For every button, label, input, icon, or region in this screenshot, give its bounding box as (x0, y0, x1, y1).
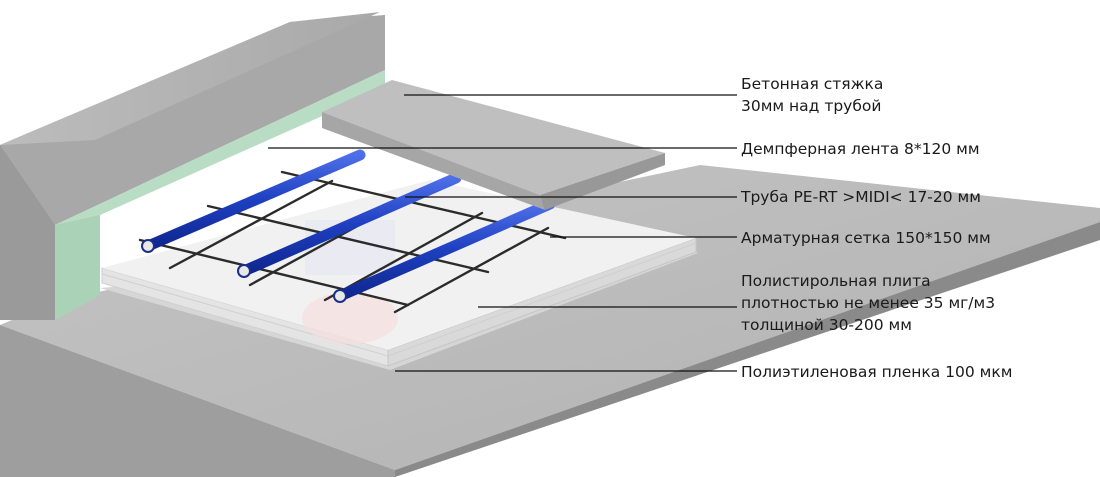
concrete-screed (322, 80, 665, 210)
heating-pipes (141, 149, 556, 303)
label-line: Арматурная сетка 150*150 мм (741, 229, 991, 247)
label-line: 30мм над трубой (741, 97, 882, 115)
label-line: Бетонная стяжка (741, 75, 884, 93)
label-line: плотностью не менее 35 мг/м3 (741, 294, 996, 312)
concrete-base (0, 165, 1100, 477)
label-line: Полистирольная плита (741, 272, 931, 290)
label-damper-tape: Демпферная лента 8*120 мм (741, 138, 980, 160)
label-line: толщиной 30-200 мм (741, 316, 912, 334)
leader-lines (268, 94, 737, 372)
label-polystyrene-board: Полистирольная плита плотностью не менее… (741, 270, 995, 336)
label-line: Демпферная лента 8*120 мм (741, 140, 980, 158)
label-polyethylene-film: Полиэтиленовая пленка 100 мкм (741, 361, 1012, 383)
label-line: Полиэтиленовая пленка 100 мкм (741, 363, 1013, 381)
reinforcement-mesh (138, 170, 567, 314)
label-pipe: Труба PE-RT >MIDI< 17-20 мм (741, 186, 981, 208)
label-line: Труба PE-RT >MIDI< 17-20 мм (741, 188, 981, 206)
concrete-wall (0, 12, 385, 320)
label-concrete-screed: Бетонная стяжка 30мм над трубой (741, 73, 883, 117)
damper-tape (55, 70, 385, 320)
label-reinforcement-mesh: Арматурная сетка 150*150 мм (741, 227, 991, 249)
